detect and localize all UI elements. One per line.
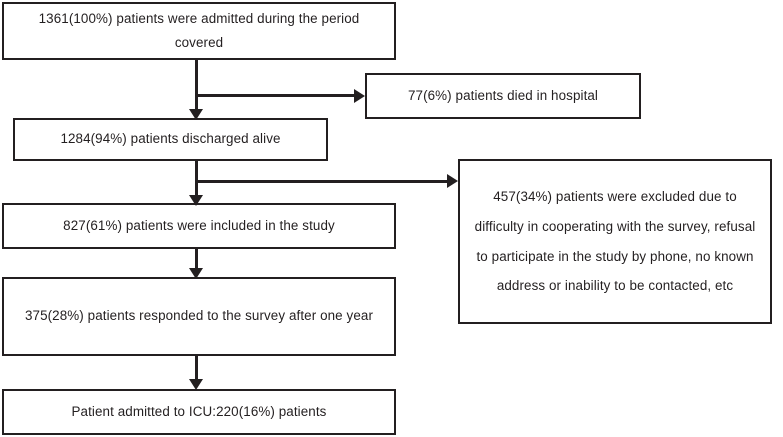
arrowhead-discharged-to-excluded [447, 174, 458, 188]
node-excluded: 457(34%) patients were excluded due to d… [458, 159, 772, 324]
node-icu-label: Patient admitted to ICU:220(16%) patient… [71, 403, 327, 419]
connector-admitted-stem [195, 60, 198, 113]
node-included-label: 827(61%) patients were included in the s… [63, 217, 335, 233]
node-admitted-label: 1361(100%) patients were admitted during… [38, 10, 360, 50]
connector-included-to-responded-line [195, 249, 198, 271]
node-included-in-study: 827(61%) patients were included in the s… [2, 203, 396, 249]
arrowhead-included-to-responded [189, 268, 203, 279]
node-responded-survey: 375(28%) patients responded to the surve… [2, 277, 396, 356]
node-admitted: 1361(100%) patients were admitted during… [2, 2, 396, 60]
arrowhead-responded-to-icu [189, 379, 203, 390]
arrowhead-admitted-to-died [354, 89, 365, 103]
node-icu-admitted: Patient admitted to ICU:220(16%) patient… [2, 389, 396, 435]
node-discharged-alive: 1284(94%) patients discharged alive [13, 118, 328, 161]
connector-admitted-to-died-line [195, 94, 356, 97]
diagram-title: Patient admission, discharge, inclusion … [0, 21, 1, 22]
node-died-in-hospital: 77(6%) patients died in hospital [365, 73, 641, 119]
node-responded-label: 375(28%) patients responded to the surve… [24, 308, 373, 324]
node-died-label: 77(6%) patients died in hospital [407, 87, 599, 103]
arrowhead-admitted-to-discharged [189, 109, 203, 120]
node-discharged-label: 1284(94%) patients discharged alive [60, 131, 281, 147]
node-excluded-label: 457(34%) patients were excluded due to d… [474, 189, 756, 294]
connector-responded-to-icu-line [195, 356, 198, 382]
connector-discharged-to-excluded-line [195, 180, 449, 183]
arrowhead-discharged-to-included [189, 195, 203, 206]
